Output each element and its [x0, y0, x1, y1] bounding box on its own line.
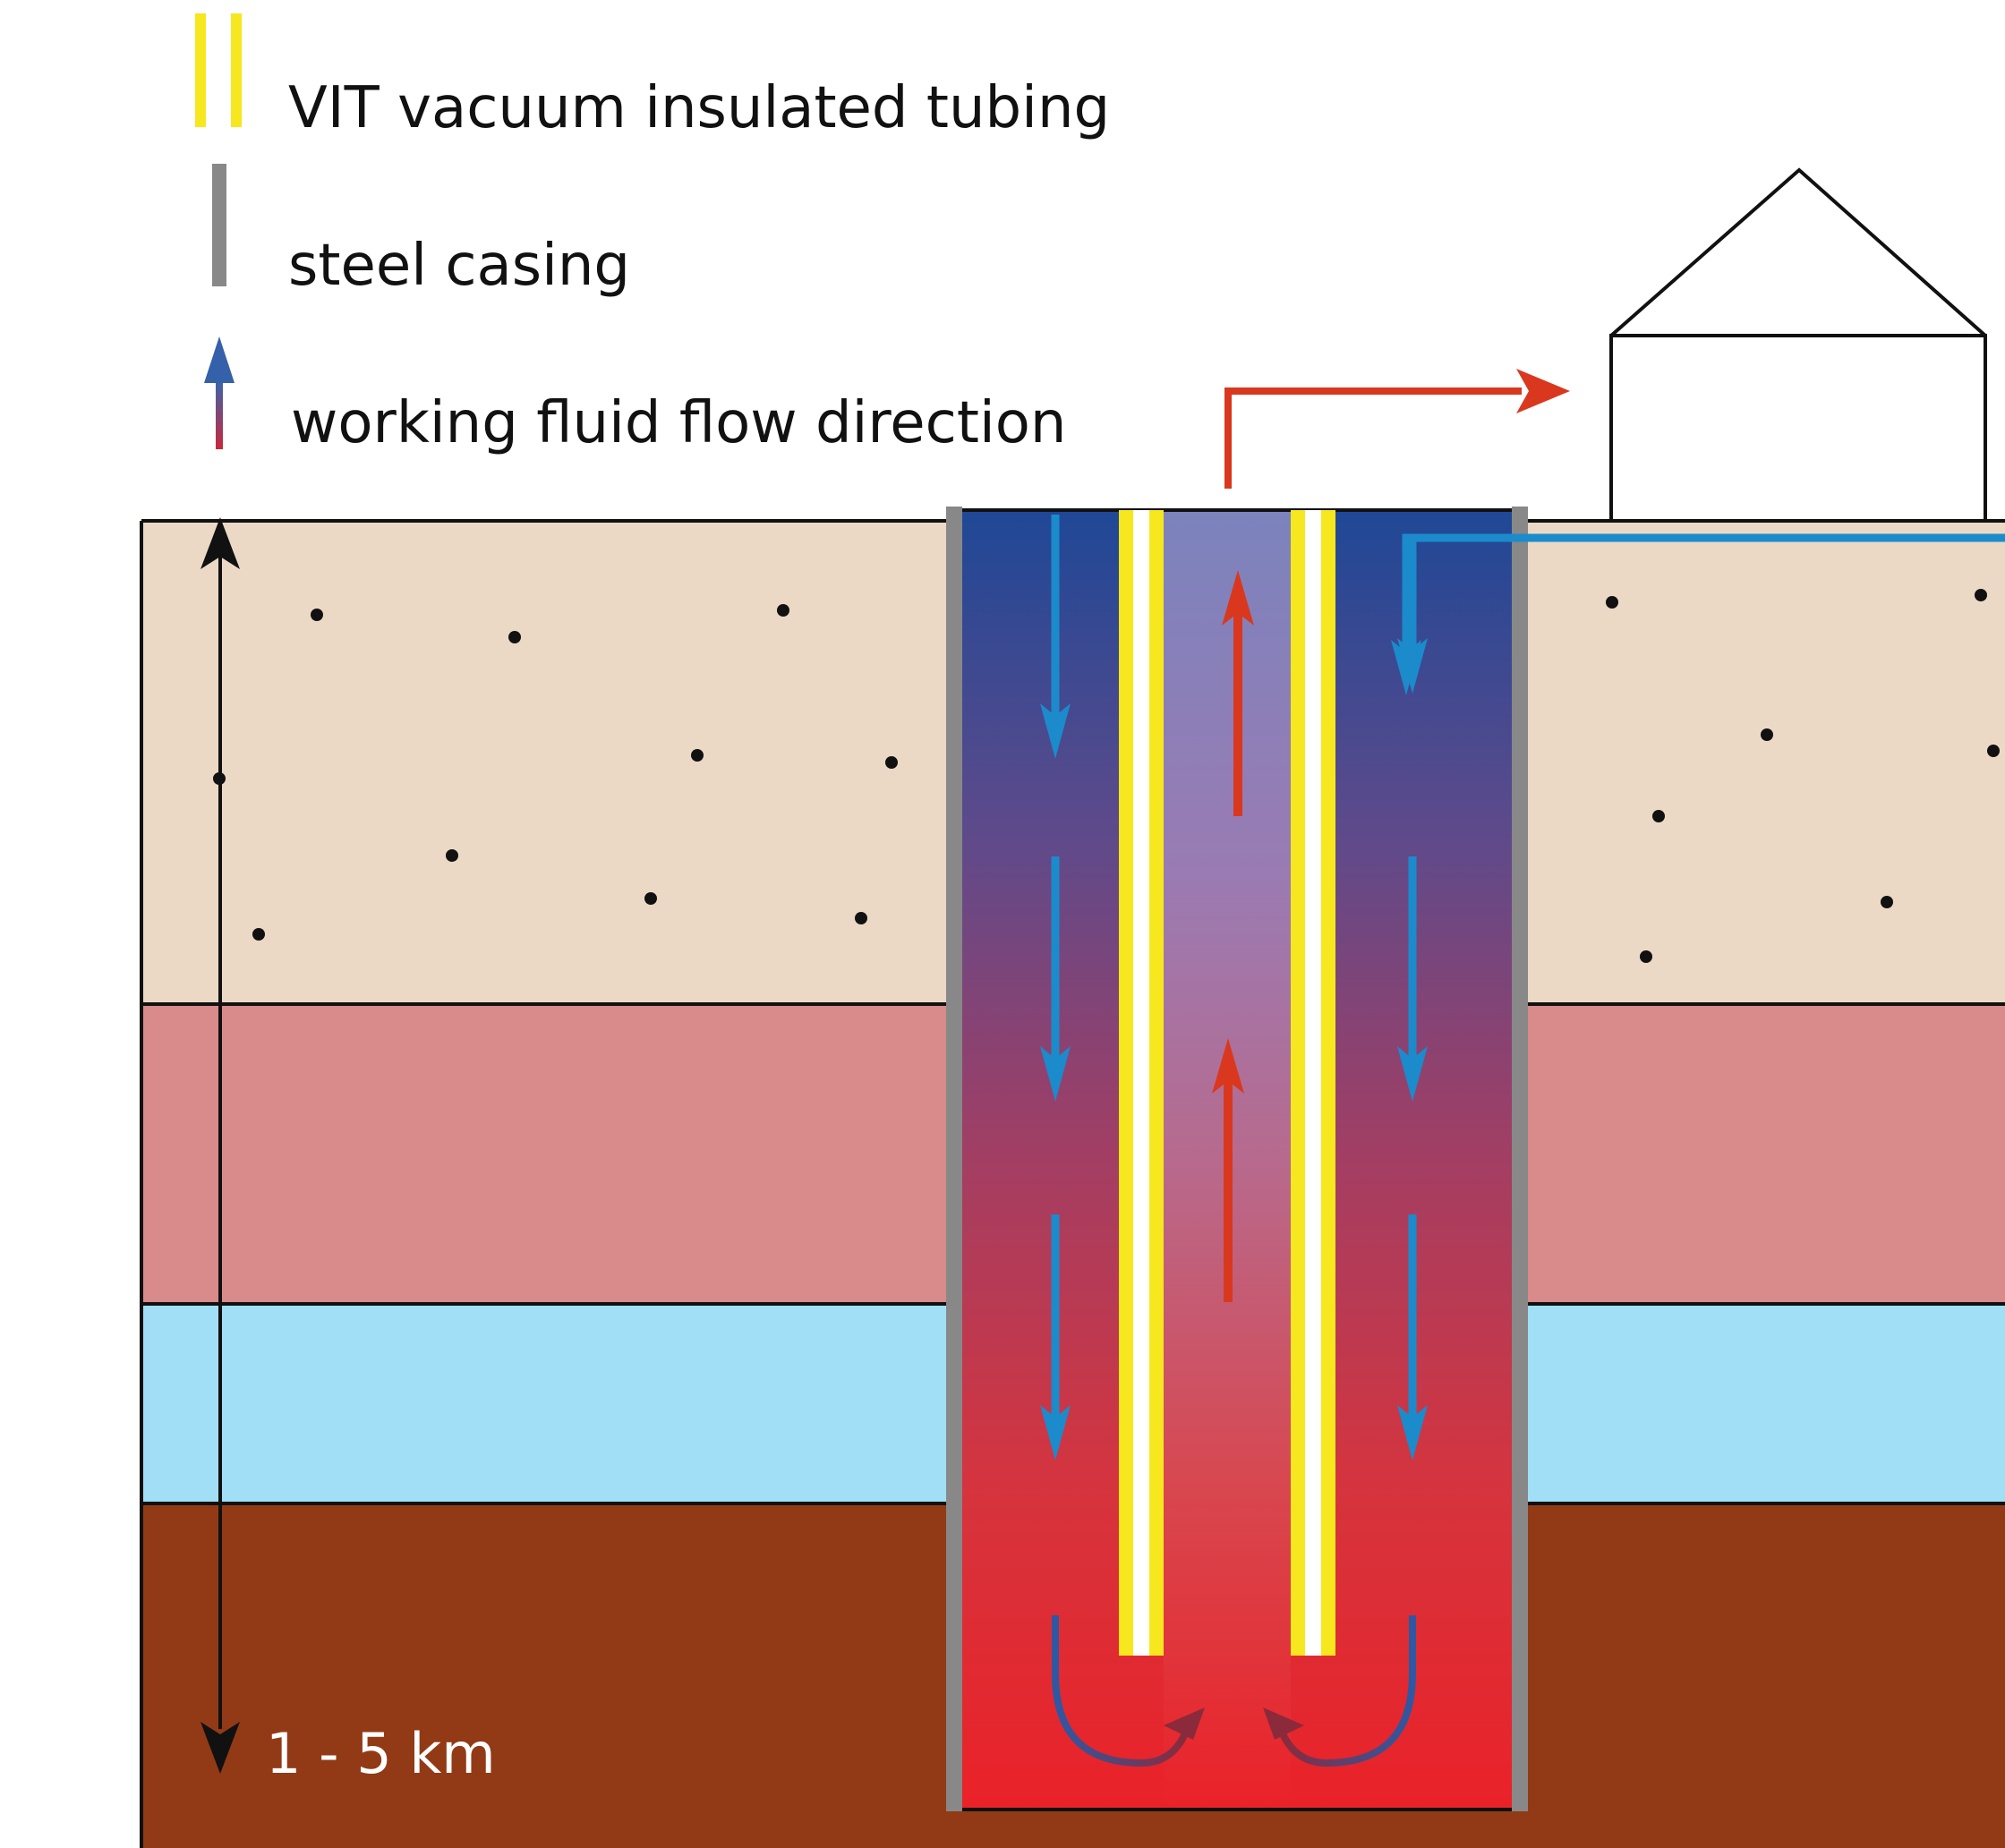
- vit-legend-icon: [195, 13, 242, 127]
- uturn-right-arrow-icon: [1278, 1615, 1416, 1767]
- bottom-uturn-flows: [1052, 1615, 1416, 1767]
- cold-downflow-arrows: [1040, 515, 1428, 1461]
- sediment-dots: [213, 589, 2000, 963]
- vit-legend-label: VIT vacuum insulated tubing: [288, 75, 1110, 141]
- steel-casing-right: [1512, 507, 1528, 1811]
- flow-direction-legend-icon: [204, 336, 235, 449]
- vacuum-insulated-tubing-right: [1291, 510, 1335, 1656]
- flow-legend-label: working fluid flow direction: [291, 390, 1066, 456]
- downflow-arrow-icon: [1040, 1214, 1071, 1461]
- hot-outflow-pipe: [1224, 369, 1570, 489]
- casing-legend-label: steel casing: [288, 233, 630, 299]
- uturn-left-arrow-icon: [1052, 1615, 1190, 1767]
- depth-arrow: [200, 517, 240, 1774]
- legend: VIT vacuum insulated tubing steel casing…: [195, 13, 1110, 456]
- house-icon: [1609, 167, 1987, 521]
- depth-label: 1 - 5 km: [266, 1721, 496, 1786]
- cold-return-pipe: [1391, 533, 2005, 695]
- upflow-arrow-icon: [1222, 570, 1254, 816]
- downflow-arrow-icon: [1397, 1214, 1428, 1461]
- upflow-arrow-icon: [1212, 1038, 1244, 1302]
- steel-casing-left: [946, 507, 962, 1811]
- vacuum-insulated-tubing-left: [1119, 510, 1164, 1656]
- hot-upflow-arrows: [1212, 570, 1254, 1302]
- downflow-arrow-icon: [1040, 856, 1071, 1102]
- downflow-arrow-icon: [1040, 515, 1071, 759]
- casing-legend-icon: [212, 164, 226, 286]
- downflow-arrow-icon: [1397, 856, 1428, 1102]
